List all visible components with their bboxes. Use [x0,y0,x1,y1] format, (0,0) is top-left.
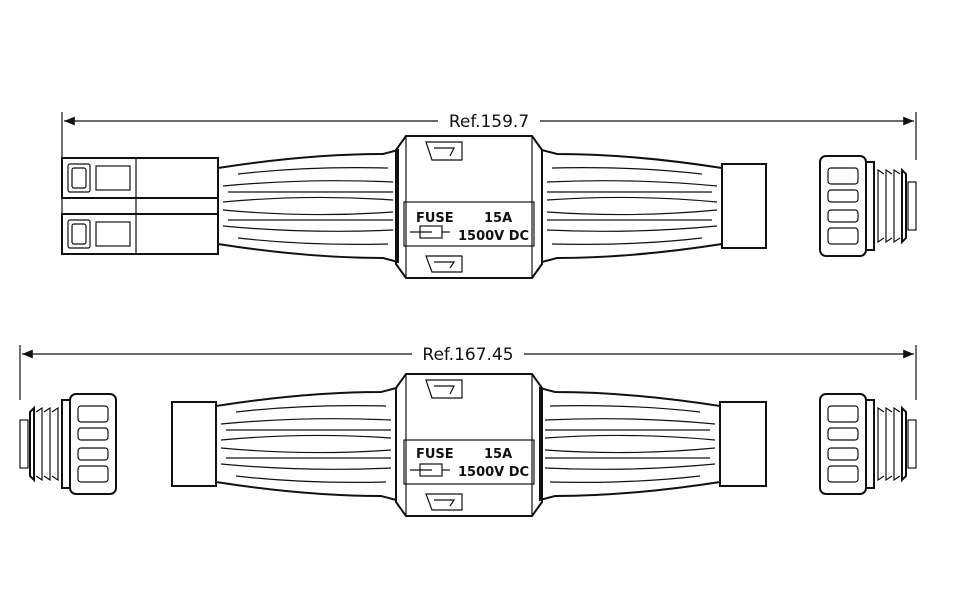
bottom-fuse-label: FUSE [416,447,454,462]
top-current-rating: 15A [484,211,512,226]
bottom-dimension-label: Ref.167.45 [422,345,513,365]
top-right-sleeve [541,149,723,263]
bottom-right-sleeve [539,387,721,501]
top-fuse-label: FUSE [416,211,454,226]
bottom-assembly: Ref.167.45 FUSE 15A 1500V DC [19,345,917,517]
top-dimension-label: Ref.159.7 [449,112,529,132]
top-right-nut [819,155,917,257]
top-assembly: Ref.159.7 FUSE 15A 1500V DC [61,112,917,279]
bottom-left-nut [19,393,117,495]
top-left-sleeve [217,149,399,263]
top-left-plug [61,157,219,255]
top-fuse-body [395,135,543,279]
bottom-current-rating: 15A [484,447,512,462]
bottom-left-shaft [171,401,217,487]
bottom-voltage-rating: 1500V DC [458,465,529,480]
bottom-fuse-body [395,373,543,517]
top-voltage-rating: 1500V DC [458,229,529,244]
bottom-right-shaft [719,401,767,487]
top-right-shaft [721,163,767,249]
bottom-left-sleeve [215,387,397,501]
bottom-right-nut [819,393,917,495]
